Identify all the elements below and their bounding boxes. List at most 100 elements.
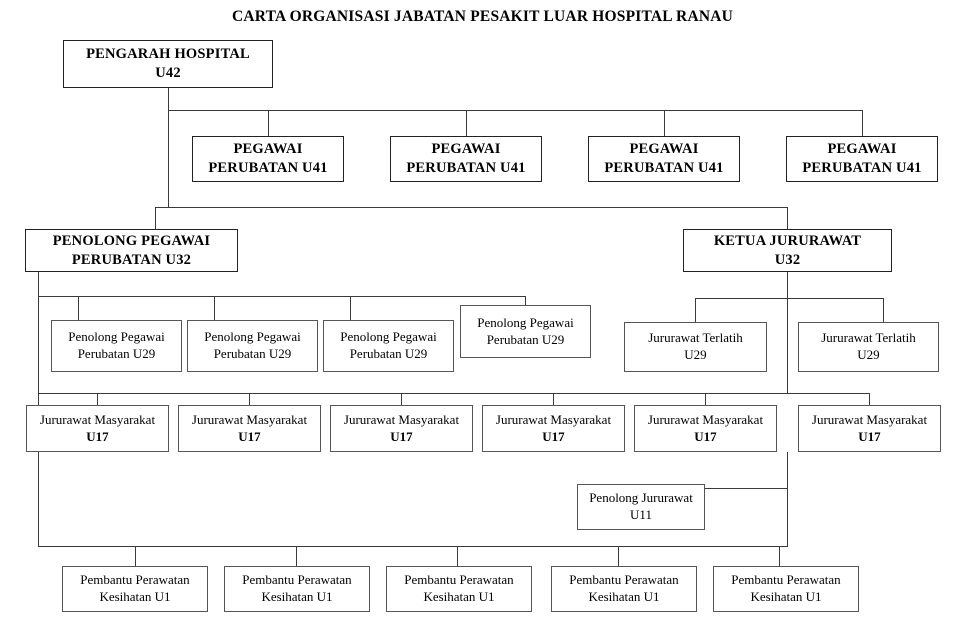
node-pegawai-perubatan-4[interactable]: PEGAWAI PERUBATAN U41 bbox=[786, 136, 938, 182]
connector-row3-bus bbox=[155, 207, 788, 208]
node-label-line2: Perubatan U29 bbox=[213, 346, 292, 361]
node-penolong-jururawat-u11[interactable]: Penolong Jururawat U11 bbox=[577, 484, 705, 530]
chart-title: CARTA ORGANISASI JABATAN PESAKIT LUAR HO… bbox=[231, 8, 734, 25]
node-label-line1: Pembantu Perawatan bbox=[242, 572, 352, 588]
node-label-line1: Pembantu Perawatan bbox=[731, 572, 841, 588]
node-jururawat-terlatih-u29-2[interactable]: Jururawat Terlatih U29 bbox=[798, 322, 939, 372]
node-label-line2: PERUBATAN U32 bbox=[71, 251, 192, 268]
node-pembantu-perawatan-kesihatan-u1-3[interactable]: Pembantu Perawatan Kesihatan U1 bbox=[386, 566, 532, 612]
connector-chn17-3-drop bbox=[401, 393, 402, 405]
node-label-line2: Kesihatan U1 bbox=[99, 589, 171, 604]
connector-chn17-1-drop bbox=[97, 393, 98, 405]
node-label-line1: Jururawat Masyarakat bbox=[495, 411, 612, 427]
node-label-line2: Kesihatan U1 bbox=[423, 589, 495, 604]
node-label-line2: U17 bbox=[858, 428, 881, 444]
node-label-line1: Pembantu Perawatan bbox=[404, 572, 514, 588]
node-label-line1: Jururawat Masyarakat bbox=[647, 411, 764, 427]
connector-nurse29-2-drop bbox=[883, 298, 884, 322]
connector-chn17-4-drop bbox=[553, 393, 554, 405]
node-pegawai-perubatan-1[interactable]: PEGAWAI PERUBATAN U41 bbox=[192, 136, 344, 182]
node-pengarah-hospital[interactable]: PENGARAH HOSPITAL U42 bbox=[63, 40, 273, 88]
connector-chn17-6-drop bbox=[869, 393, 870, 405]
node-penolong-pegawai-perubatan-u29-1[interactable]: Penolong Pegawai Perubatan U29 bbox=[51, 320, 182, 372]
node-label-line2: U17 bbox=[694, 428, 717, 444]
node-label-line2: U17 bbox=[86, 428, 109, 444]
node-jururawat-masyarakat-u17-4[interactable]: Jururawat Masyarakat U17 bbox=[482, 405, 625, 452]
node-label-line2: U42 bbox=[155, 65, 181, 81]
node-label-line1: Jururawat Masyarakat bbox=[191, 411, 308, 427]
connector-hca-bus bbox=[38, 546, 788, 547]
node-label-line2: U32 bbox=[774, 251, 801, 268]
node-penolong-pegawai-perubatan-u29-4[interactable]: Penolong Pegawai Perubatan U29 bbox=[460, 305, 591, 358]
node-label-line1: Penolong Pegawai bbox=[68, 329, 165, 345]
connector-row2-bus bbox=[168, 110, 862, 111]
connector-hca-4-drop bbox=[618, 546, 619, 566]
node-penolong-pegawai-perubatan-u29-2[interactable]: Penolong Pegawai Perubatan U29 bbox=[187, 320, 318, 372]
connector-mo3-drop bbox=[664, 110, 665, 136]
connector-hca-1-drop bbox=[135, 546, 136, 566]
node-label-line1: Penolong Jururawat bbox=[589, 490, 693, 506]
node-label-line1: Jururawat Masyarakat bbox=[343, 411, 460, 427]
node-label-line1: PEGAWAI bbox=[233, 141, 303, 158]
connector-headnurse-drop bbox=[787, 207, 788, 229]
connector-apmo29-2-drop bbox=[214, 296, 215, 320]
node-label-line2: U11 bbox=[630, 507, 652, 522]
connector-apmo29-1-drop bbox=[78, 296, 79, 320]
node-label-line2: PERUBATAN U41 bbox=[406, 160, 526, 176]
node-jururawat-masyarakat-u17-3[interactable]: Jururawat Masyarakat U17 bbox=[330, 405, 473, 452]
node-jururawat-masyarakat-u17-6[interactable]: Jururawat Masyarakat U17 bbox=[798, 405, 941, 452]
node-pegawai-perubatan-2[interactable]: PEGAWAI PERUBATAN U41 bbox=[390, 136, 542, 182]
connector-terlatih-bus bbox=[695, 298, 883, 299]
node-label-line1: Jururawat Masyarakat bbox=[39, 411, 156, 427]
node-label-line1: PENOLONG PEGAWAI bbox=[52, 232, 211, 249]
connector-u11-right-stem bbox=[787, 452, 788, 546]
connector-apmo29-4-drop bbox=[525, 296, 526, 305]
connector-u29-bus bbox=[38, 296, 526, 297]
node-label-line1: Jururawat Masyarakat bbox=[811, 411, 928, 427]
connector-u11-bus bbox=[652, 488, 788, 489]
node-jururawat-masyarakat-u17-5[interactable]: Jururawat Masyarakat U17 bbox=[634, 405, 777, 452]
node-label-line1: Penolong Pegawai bbox=[204, 329, 301, 345]
node-label-line2: U17 bbox=[238, 428, 261, 444]
node-jururawat-masyarakat-u17-1[interactable]: Jururawat Masyarakat U17 bbox=[26, 405, 169, 452]
node-label-line2: PERUBATAN U41 bbox=[802, 160, 922, 176]
node-label-line1: PENGARAH HOSPITAL bbox=[86, 46, 250, 63]
connector-mo1-drop bbox=[268, 110, 269, 136]
connector-hca-2-drop bbox=[296, 546, 297, 566]
connector-hca-5-drop bbox=[779, 546, 780, 566]
node-label-line2: Perubatan U29 bbox=[486, 331, 565, 347]
node-penolong-pegawai-perubatan-u29-3[interactable]: Penolong Pegawai Perubatan U29 bbox=[323, 320, 454, 372]
node-label-line2: Kesihatan U1 bbox=[261, 589, 333, 604]
node-label-line2: Kesihatan U1 bbox=[750, 589, 822, 604]
node-label-line1: Penolong Pegawai bbox=[477, 314, 574, 330]
node-label-line1: Pembantu Perawatan bbox=[569, 572, 679, 588]
node-label-line2: Perubatan U29 bbox=[77, 346, 156, 361]
node-label-line1: KETUA JURURAWAT bbox=[713, 232, 862, 249]
node-label-line1: Penolong Pegawai bbox=[340, 329, 437, 345]
node-label-line1: PEGAWAI bbox=[629, 141, 699, 158]
node-label-line2: U17 bbox=[542, 428, 565, 444]
node-ketua-jururawat-u32[interactable]: KETUA JURURAWAT U32 bbox=[683, 229, 892, 272]
node-label-line1: Pembantu Perawatan bbox=[80, 572, 190, 588]
connector-chn17-2-drop bbox=[249, 393, 250, 405]
connector-hca-3-drop bbox=[457, 546, 458, 566]
node-label-line2: Kesihatan U1 bbox=[588, 589, 660, 604]
node-label-line2: U29 bbox=[684, 347, 707, 362]
connector-headnurse-stem bbox=[787, 272, 788, 394]
node-jururawat-terlatih-u29-1[interactable]: Jururawat Terlatih U29 bbox=[624, 322, 767, 372]
node-label-line2: U17 bbox=[390, 428, 413, 444]
node-penolong-pegawai-perubatan-u32[interactable]: PENOLONG PEGAWAI PERUBATAN U32 bbox=[25, 229, 238, 272]
node-pembantu-perawatan-kesihatan-u1-2[interactable]: Pembantu Perawatan Kesihatan U1 bbox=[224, 566, 370, 612]
node-jururawat-masyarakat-u17-2[interactable]: Jururawat Masyarakat U17 bbox=[178, 405, 321, 452]
node-pembantu-perawatan-kesihatan-u1-1[interactable]: Pembantu Perawatan Kesihatan U1 bbox=[62, 566, 208, 612]
node-label-line2: U29 bbox=[857, 347, 880, 362]
node-pembantu-perawatan-kesihatan-u1-4[interactable]: Pembantu Perawatan Kesihatan U1 bbox=[551, 566, 697, 612]
node-pegawai-perubatan-3[interactable]: PEGAWAI PERUBATAN U41 bbox=[588, 136, 740, 182]
node-pembantu-perawatan-kesihatan-u1-5[interactable]: Pembantu Perawatan Kesihatan U1 bbox=[713, 566, 859, 612]
node-label-line1: Jururawat Terlatih bbox=[821, 330, 916, 346]
connector-apmo29-3-drop bbox=[350, 296, 351, 320]
node-label-line1: Jururawat Terlatih bbox=[648, 330, 743, 346]
connector-u17-bus bbox=[38, 393, 870, 394]
connector-mo2-drop bbox=[466, 110, 467, 136]
